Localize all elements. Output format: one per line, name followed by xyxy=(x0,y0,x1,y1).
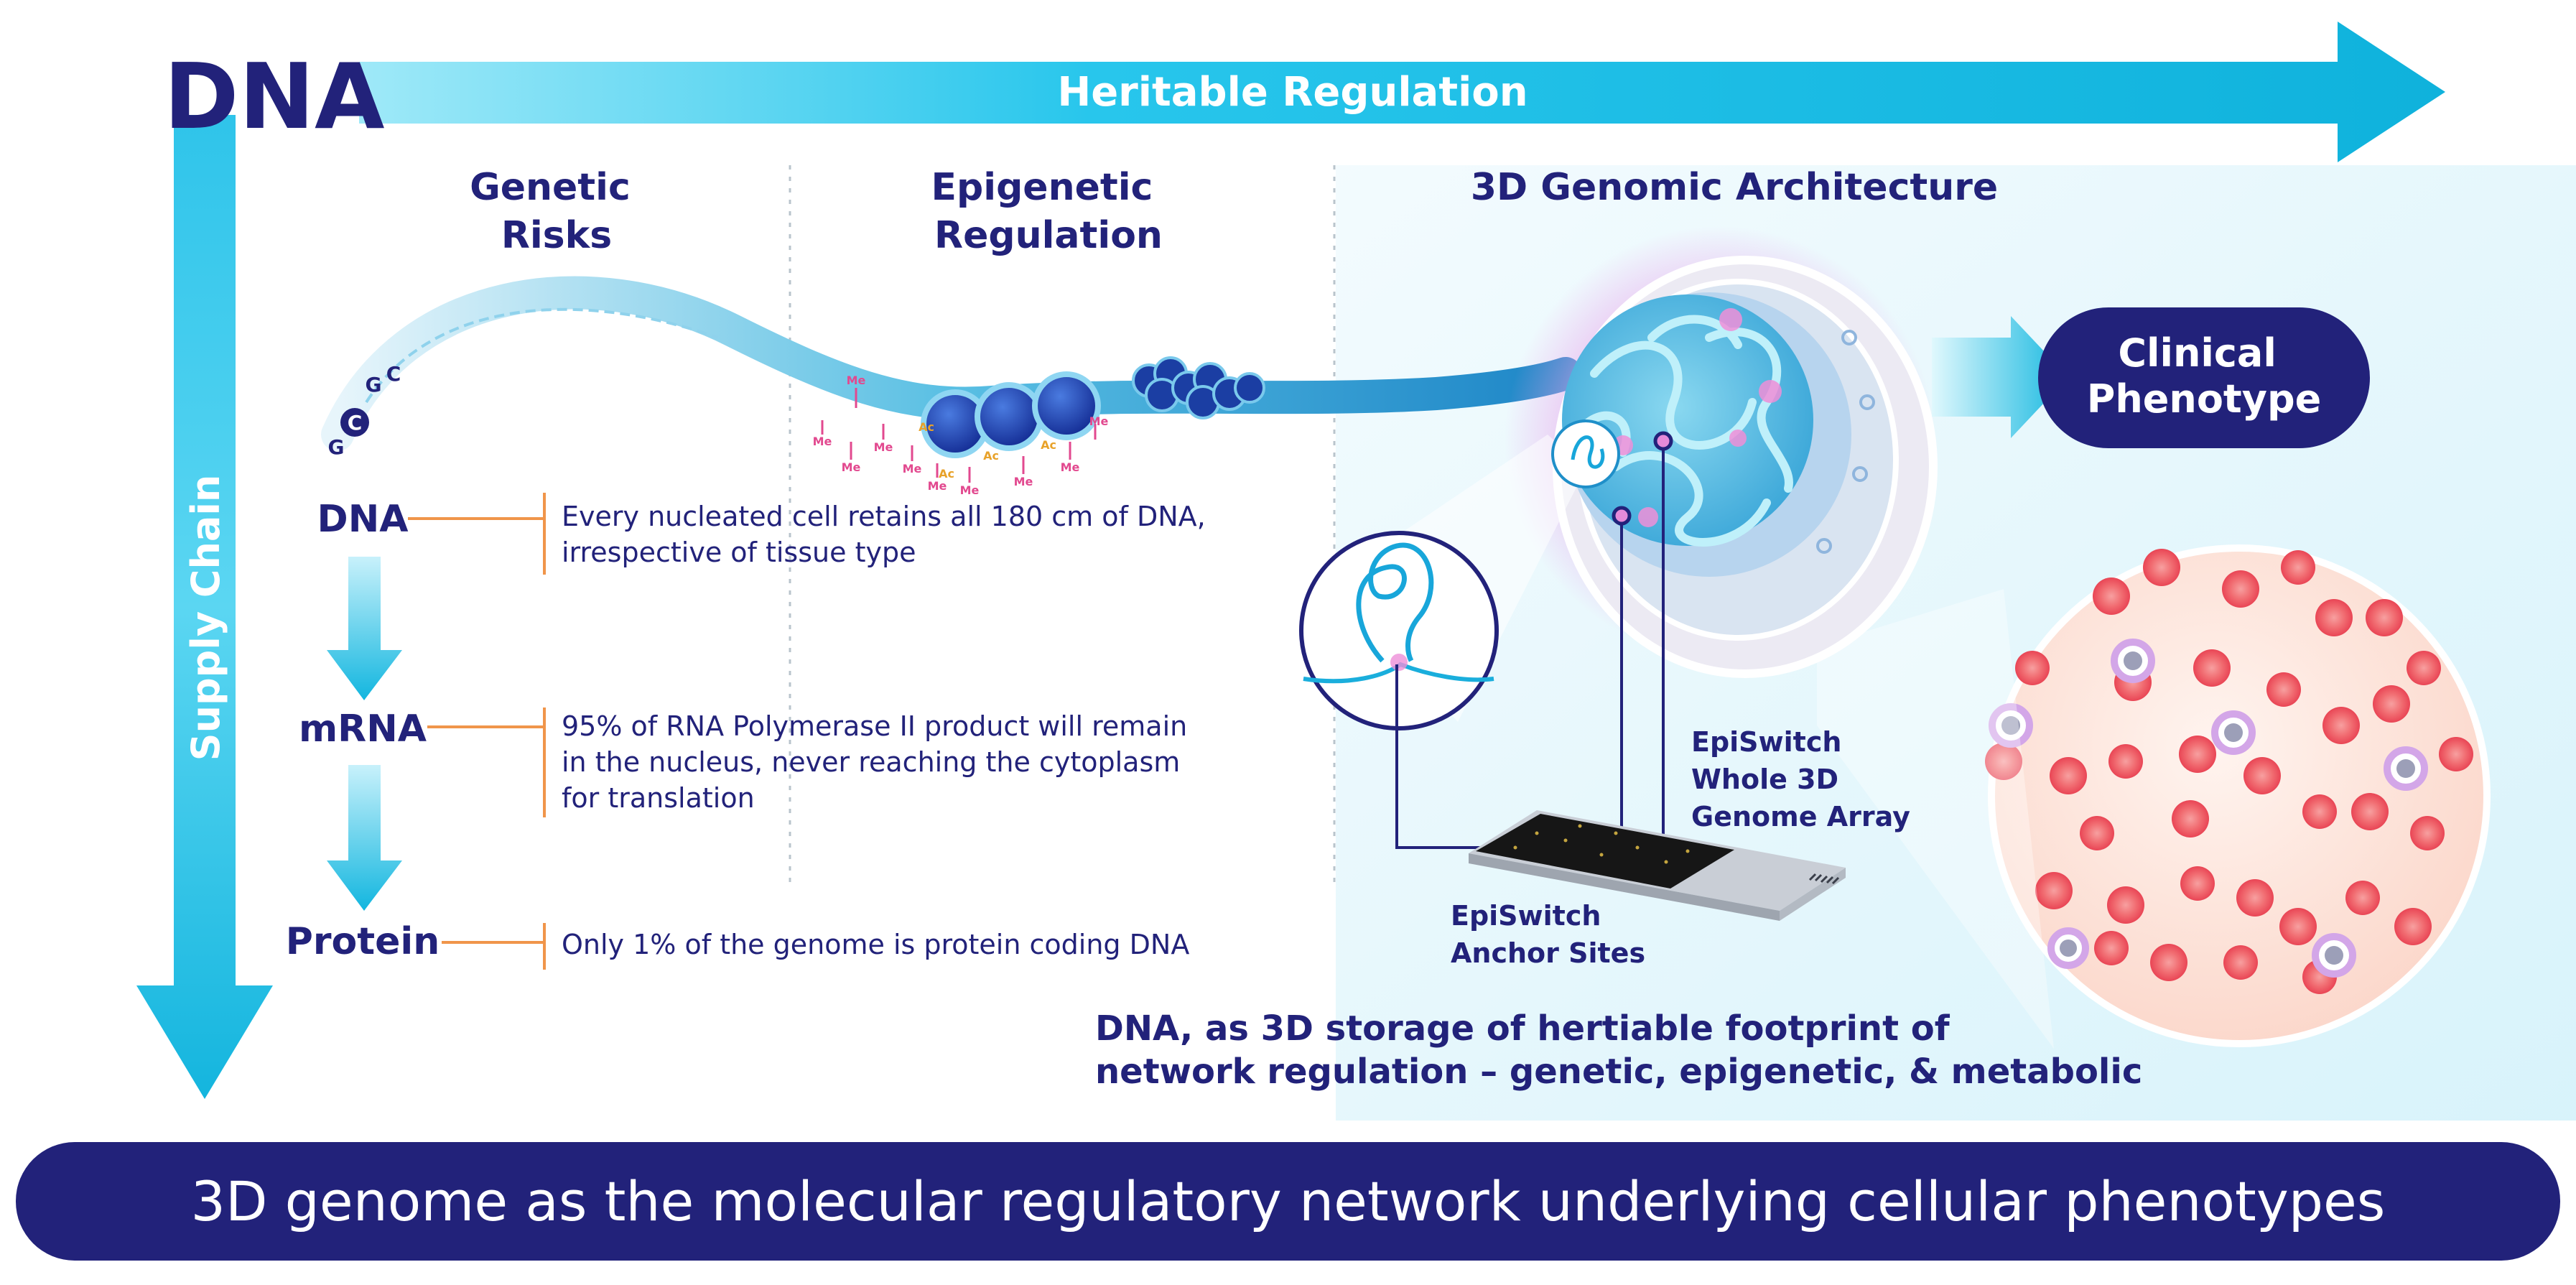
genome-array-label-line: Whole 3D xyxy=(1691,764,1838,795)
probe-pin xyxy=(1653,431,1673,451)
probe-line xyxy=(1620,441,1665,871)
light-beam xyxy=(1817,589,2054,1049)
flow-arrow xyxy=(327,557,402,700)
anchor-sites-label: EpiSwitch Anchor Sites xyxy=(1451,900,1645,969)
nucleosome xyxy=(921,371,1101,458)
storage-description-line: network regulation – genetic, epigenetic… xyxy=(1095,1052,2142,1092)
supply-chain-arrow xyxy=(136,115,273,1099)
flow-text-line: in the nucleus, never reaching the cytop… xyxy=(562,746,1180,778)
epigenetic-heading-line: Regulation xyxy=(934,214,1163,257)
methylation-mark: Me xyxy=(874,440,893,454)
genome-array-label: EpiSwitch Whole 3D Genome Array xyxy=(1691,726,1910,832)
genetic-risks-heading: Genetic Risks xyxy=(470,166,643,257)
heritable-regulation-label: Heritable Regulation xyxy=(1057,69,1528,116)
heritable-regulation-arrow xyxy=(359,22,2445,162)
base-letter: C xyxy=(386,362,401,386)
acetylation-mark: Ac xyxy=(983,449,999,463)
anchor-sites-label-line: EpiSwitch xyxy=(1451,900,1601,932)
architecture-heading: 3D Genomic Architecture xyxy=(1471,166,1998,209)
flow-text-line: for translation xyxy=(562,782,755,814)
summary-banner-text: 3D genome as the molecular regulatory ne… xyxy=(190,1169,2386,1233)
methylation-mark: Me xyxy=(847,374,866,387)
flow-text-line: Every nucleated cell retains all 180 cm … xyxy=(562,501,1206,532)
clinical-phenotype-label: Clinical Phenotype xyxy=(2087,330,2321,422)
anchor-sites-label-line: Anchor Sites xyxy=(1451,937,1645,969)
genome-array-label-line: EpiSwitch xyxy=(1691,726,1841,758)
storage-description-line: DNA, as 3D storage of hertiable footprin… xyxy=(1095,1008,1950,1049)
dna-bases: C G C G xyxy=(328,362,401,459)
clinical-phenotype-line: Phenotype xyxy=(2087,376,2321,422)
base-letter: G xyxy=(366,373,382,396)
magnifier-illustration xyxy=(1299,419,1620,730)
flow-text-protein: Only 1% of the genome is protein coding … xyxy=(562,929,1189,960)
base-letter: G xyxy=(328,435,345,459)
genetic-heading-line: Genetic xyxy=(470,166,631,209)
epigenetic-regulation-heading: Epigenetic Regulation xyxy=(931,166,1166,257)
dna-helix-line xyxy=(365,307,719,404)
methylation-mark: Me xyxy=(813,435,832,448)
methylation-mark: Me xyxy=(842,460,861,474)
base-letter: C xyxy=(348,411,363,435)
summary-banner: 3D genome as the molecular regulatory ne… xyxy=(16,1142,2560,1261)
connector xyxy=(408,493,546,970)
flow-text-mrna: 95% of RNA Polymerase II product will re… xyxy=(562,710,1196,814)
flow-text-line: Only 1% of the genome is protein coding … xyxy=(562,929,1189,960)
epigenetic-heading-line: Epigenetic xyxy=(931,166,1153,209)
methylation-mark: Me xyxy=(903,462,922,476)
flow-arrow xyxy=(327,765,402,911)
flow-label-protein: Protein xyxy=(286,920,440,963)
flow-text-dna: Every nucleated cell retains all 180 cm … xyxy=(562,501,1214,568)
genetic-heading-line: Risks xyxy=(501,214,612,257)
supply-chain-label: Supply Chain xyxy=(183,475,228,761)
blood-cells-illustration xyxy=(1985,544,2491,1047)
acetylation-mark: Ac xyxy=(939,467,954,481)
acetylation-mark: Ac xyxy=(919,420,934,434)
methylation-mark: Me xyxy=(1089,414,1109,428)
clinical-phenotype-badge xyxy=(2038,307,2370,448)
clinical-phenotype-arrow xyxy=(1932,316,2068,438)
flow-label-dna: DNA xyxy=(317,498,409,541)
genome-array-label-line: Genome Array xyxy=(1691,801,1910,832)
methylation-mark: Me xyxy=(1014,475,1033,488)
chromatin-fibre xyxy=(1132,356,1265,419)
methylation-mark: Me xyxy=(1061,460,1080,474)
flow-label-mrna: mRNA xyxy=(299,708,427,751)
nucleus-illustration xyxy=(1505,226,1938,678)
methylation-mark: Me xyxy=(928,479,947,493)
flow-text-line: 95% of RNA Polymerase II product will re… xyxy=(562,710,1187,742)
clinical-phenotype-line: Clinical xyxy=(2118,330,2277,376)
flow-text-line: irrespective of tissue type xyxy=(562,537,916,568)
dna-corner-label: DNA xyxy=(164,44,385,149)
genome-array-chip xyxy=(1469,810,1846,921)
acetylation-mark: Ac xyxy=(1041,438,1056,452)
storage-description: DNA, as 3D storage of hertiable footprin… xyxy=(1095,1008,2142,1092)
methylation-mark: Me xyxy=(960,483,980,497)
epigenetic-marks: Me Me Me Me Me Me Me Me Me Me Ac Ac Ac A… xyxy=(813,374,1109,497)
probe-pin xyxy=(1612,506,1632,526)
